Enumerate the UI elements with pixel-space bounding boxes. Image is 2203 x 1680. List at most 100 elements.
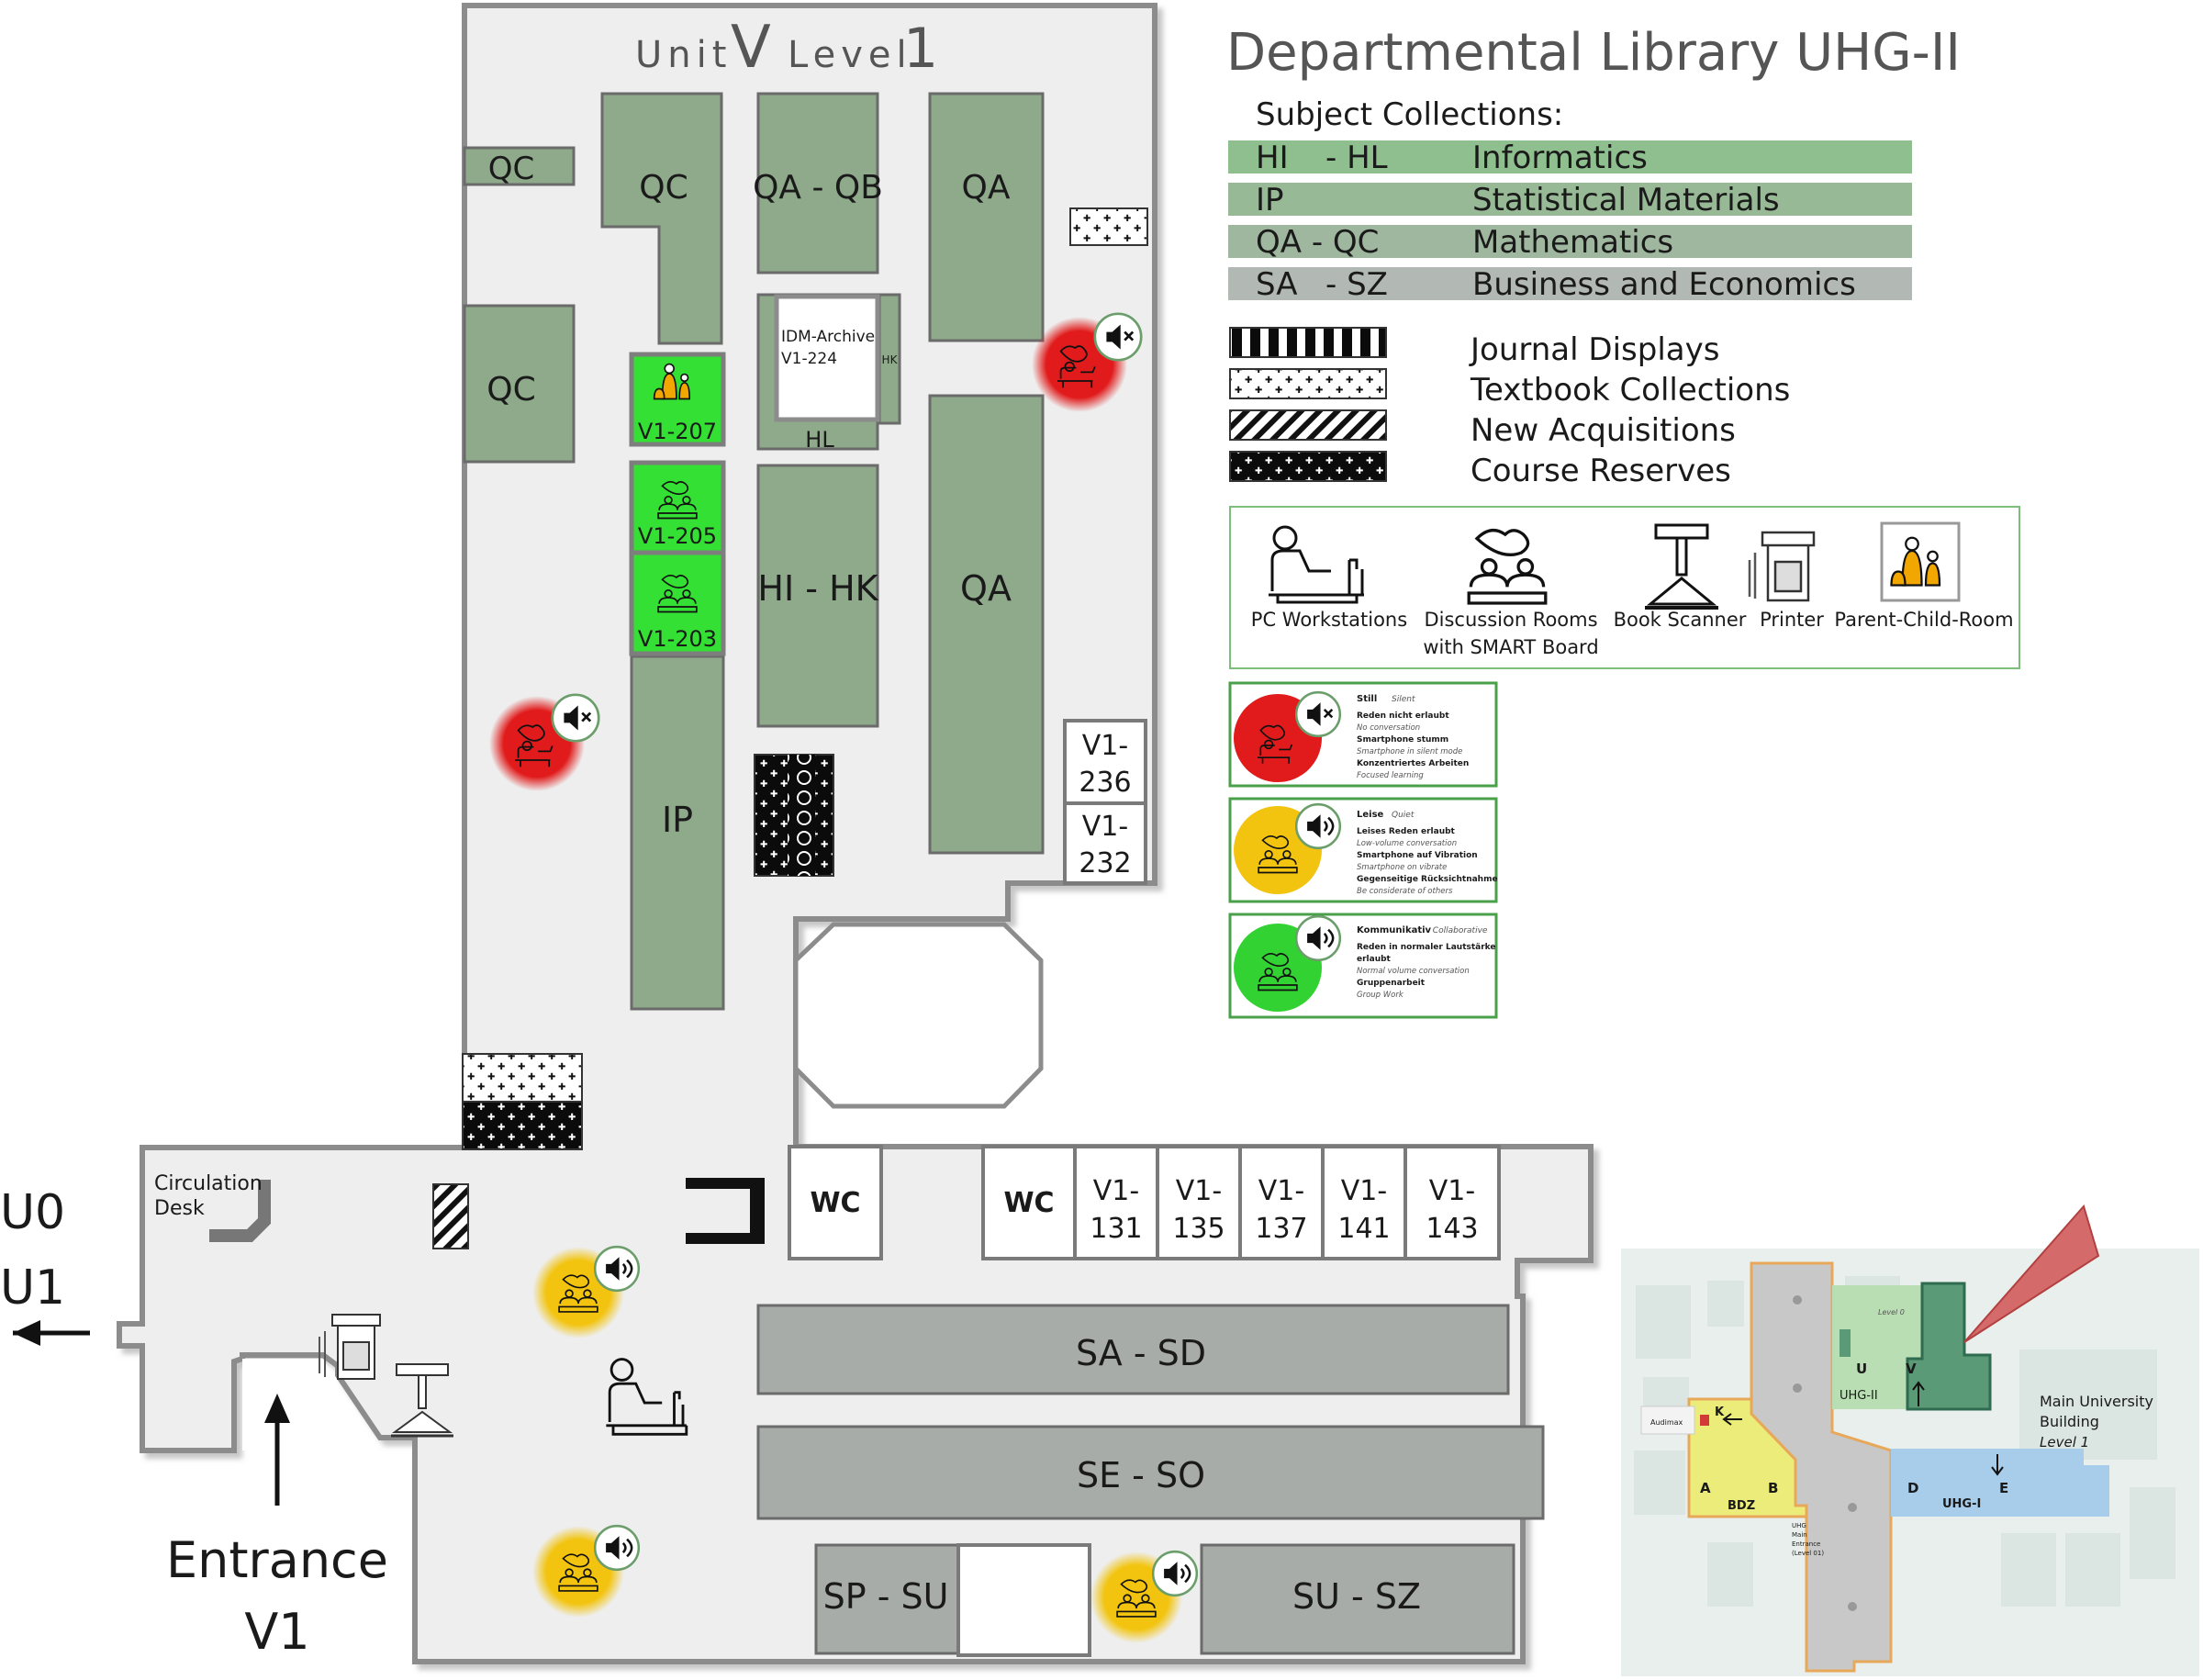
entrance-arrow — [264, 1394, 290, 1506]
entrance-label-1: Entrance — [166, 1531, 388, 1589]
shelf-qa-right — [928, 394, 1045, 855]
zone-markers — [489, 312, 1199, 1643]
shelf-hl-label: HL — [805, 427, 834, 453]
exit-arrow — [13, 1320, 90, 1346]
zone-line-en: Focused learning — [1357, 771, 1424, 780]
minimap-uhg2-inner — [1840, 1329, 1851, 1357]
journal-display-u — [686, 1178, 765, 1244]
zone-card-quiet — [1228, 797, 1498, 903]
zone-title-en: Collaborative — [1433, 926, 1488, 935]
room-wc-2 — [981, 1145, 1077, 1260]
circulation-label-1: Circulation — [154, 1172, 263, 1195]
minimap — [1621, 1204, 2199, 1676]
zone-line-en: No conversation — [1357, 723, 1420, 733]
quiet-zone-marker-2 — [532, 1524, 641, 1618]
zone-line-en: Normal volume conversation — [1357, 967, 1470, 976]
room-v1-131 — [1073, 1145, 1159, 1260]
bottom-room-label-a: V1- — [1176, 1175, 1222, 1207]
bottom-room-label-a: V1- — [1093, 1175, 1139, 1207]
shelf-su-sz — [1200, 1543, 1515, 1655]
room-wc-2-label: WC — [1003, 1187, 1054, 1219]
parent-child-icon — [1880, 521, 1961, 602]
shelf-hi-hk — [756, 464, 879, 728]
shelf-qc-small — [463, 146, 576, 186]
facility-label-pc: PC Workstations — [1251, 609, 1407, 631]
minimap-audimax — [1640, 1406, 1695, 1435]
room-v1-232-label-b: 232 — [1079, 847, 1131, 879]
swatch-textbook-collections — [1229, 368, 1387, 399]
textbook-display-top — [1069, 207, 1148, 246]
facility-label-scanner: Book Scanner — [1614, 609, 1747, 631]
pattern-label-journal: Journal Displays — [1469, 331, 1719, 368]
minimap-v: V — [1906, 1361, 1917, 1377]
exit-label-u1: U1 — [0, 1260, 65, 1316]
swatch-new-acquisitions — [1229, 409, 1387, 441]
collection-displays — [432, 207, 1148, 1249]
minimap-red-square — [1700, 1415, 1709, 1426]
bottom-room-label-a: V1- — [1429, 1175, 1475, 1207]
swatch-course-reserves — [1229, 451, 1387, 482]
zone-line-de: Reden nicht erlaubt — [1357, 711, 1449, 721]
minimap-uhg1 — [1891, 1449, 2109, 1517]
room-v1-232 — [1063, 801, 1147, 885]
subject-code-b: - SZ — [1325, 266, 1388, 303]
minimap-entrance-3: Entrance — [1792, 1540, 1820, 1548]
bottom-room-label-b: 135 — [1172, 1213, 1225, 1245]
room-v1-232-label-a: V1- — [1082, 811, 1128, 843]
bottom-room-label-b: 143 — [1426, 1213, 1478, 1245]
subject-code-a: IP — [1256, 182, 1284, 218]
room-v1-207-label: V1-207 — [638, 419, 717, 444]
pc-workstation-icon — [1269, 525, 1364, 604]
shelf-se-so — [756, 1425, 1545, 1520]
shelf-qa-qb — [756, 92, 879, 274]
pattern-label-new: New Acquisitions — [1471, 412, 1736, 449]
zone-title-en: Silent — [1392, 695, 1415, 704]
subject-name: Mathematics — [1472, 224, 1673, 261]
shelf-hi-hk-label: HI - HK — [757, 568, 878, 609]
facility-label-discussion-1: Discussion Rooms — [1424, 609, 1597, 631]
minimap-level-label: Level 0 — [1878, 1308, 1905, 1316]
circulation-desk — [209, 1180, 271, 1242]
minimap-pointer — [1963, 1204, 2100, 1343]
minimap-uhg2: UHG-II — [1840, 1389, 1878, 1403]
printer-icon — [1748, 531, 1816, 602]
level-word: Level — [788, 34, 912, 76]
subject-bar-0 — [1228, 140, 1912, 174]
minimap-b: B — [1768, 1480, 1778, 1496]
subjects-heading: Subject Collections: — [1256, 96, 1563, 133]
quiet-zone-marker-3 — [1090, 1550, 1199, 1643]
zone-line-de: Smartphone auf Vibration — [1357, 851, 1478, 860]
shelf-qc-left — [463, 304, 576, 464]
bottom-room-label-b: 137 — [1255, 1213, 1307, 1245]
room-wc-1 — [788, 1145, 883, 1260]
minimap-entrance-2: Main — [1792, 1531, 1807, 1539]
room-v1-205-label: V1-205 — [638, 523, 717, 549]
shelf-sp-su-label: SP - SU — [823, 1576, 949, 1617]
zone-line-de: Reden in normaler Lautstärke — [1357, 943, 1496, 952]
minimap-uhg1: UHG-I — [1942, 1497, 1981, 1511]
subject-code-a: SA — [1256, 266, 1297, 303]
shelf-qc-tall — [600, 92, 723, 345]
shelf-qa-top-label: QA — [962, 169, 1011, 207]
zone-line-de: Smartphone stumm — [1357, 735, 1448, 745]
subject-code-b: - HL — [1325, 140, 1388, 176]
bottom-room-label-b: 141 — [1337, 1213, 1390, 1245]
shelf-qc-tall-label: QC — [639, 169, 688, 207]
pattern-label-course: Course Reserves — [1471, 453, 1731, 489]
bottom-room-label-a: V1- — [1258, 1175, 1304, 1207]
exit-label-u0: U0 — [0, 1185, 65, 1240]
zone-line-de: Gruppenarbeit — [1357, 979, 1426, 988]
shelf-qa-top — [928, 92, 1045, 342]
quiet-zone-marker-1 — [532, 1245, 641, 1338]
bottom-room-label-a: V1- — [1341, 1175, 1387, 1207]
subject-code-a: QA - QC — [1256, 224, 1379, 261]
pc-workstation-icon-map — [606, 1358, 688, 1436]
subject-code-a: HI — [1256, 140, 1289, 176]
rooms — [788, 719, 1501, 1657]
level-value: 1 — [903, 17, 938, 81]
shelf-sa-sd-label: SA - SD — [1076, 1333, 1206, 1373]
minimap-highlight-v — [1906, 1282, 1992, 1411]
circle-display — [788, 755, 815, 876]
